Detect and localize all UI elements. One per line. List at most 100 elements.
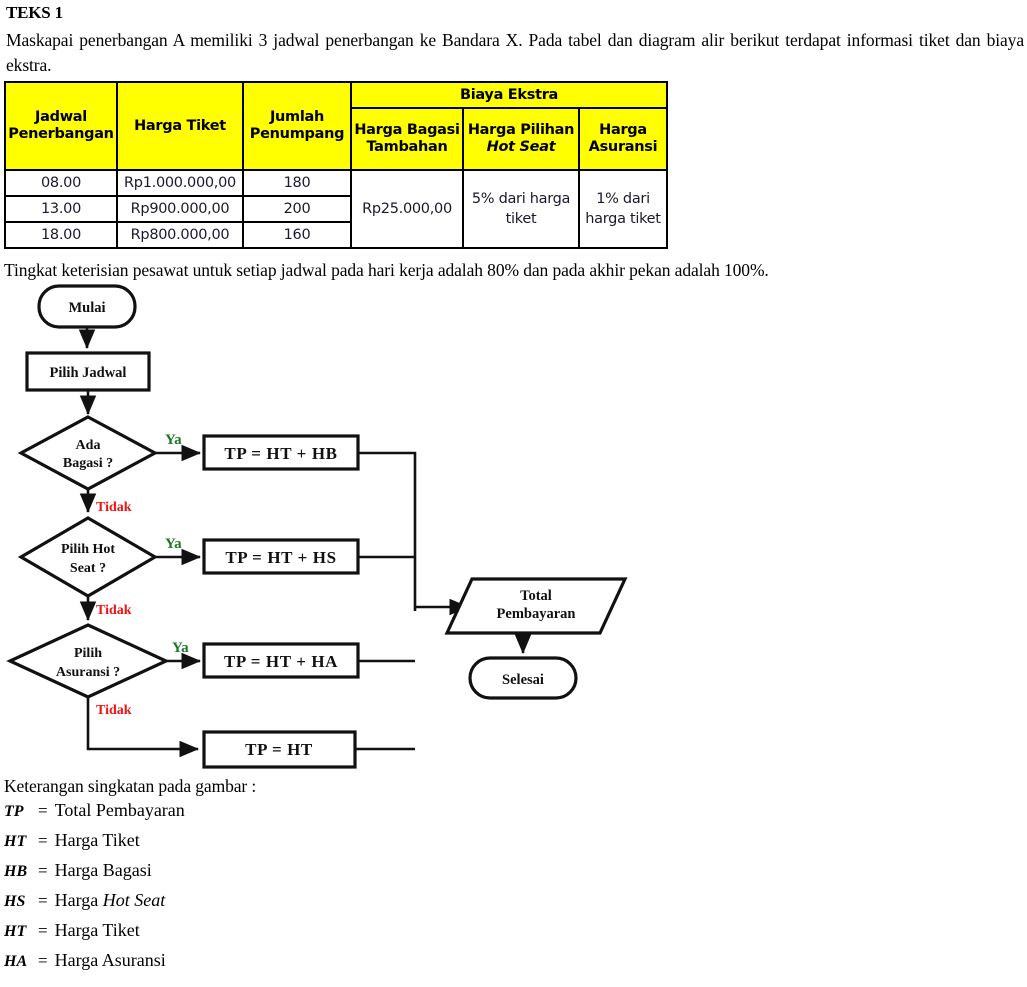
col-header-jumlah-penumpang: Jumlah Penumpang bbox=[242, 81, 352, 171]
cell-hotseat-merged: 5% dari harga tiket bbox=[462, 169, 580, 249]
cell-jadwal: 13.00 bbox=[4, 195, 118, 223]
col-header-hotseat-line1: Harga Pilihan bbox=[467, 122, 575, 138]
legend-abbr: HT bbox=[4, 833, 27, 850]
table-row: 13.00 Rp900.000,00 200 bbox=[4, 195, 667, 223]
col-header-jadwal-line1: Jadwal bbox=[35, 109, 87, 125]
cell-hotseat-line1: 5% dari harga bbox=[471, 191, 571, 207]
col-header-hotseat: Harga Pilihan Hot Seat bbox=[462, 107, 580, 171]
col-header-asuransi-line2: Asuransi bbox=[588, 139, 658, 155]
legend-abbr: HA bbox=[4, 953, 28, 970]
cell-asuransi-line1: 1% dari bbox=[596, 191, 650, 207]
flow-start-label: Mulai bbox=[68, 300, 105, 316]
flow-decision-hotseat-line2: Seat ? bbox=[70, 561, 106, 576]
flow-decision-bagasi bbox=[17, 415, 159, 491]
col-header-asuransi-line1: Harga bbox=[599, 122, 647, 138]
col-header-bagasi: Harga Bagasi Tambahan bbox=[350, 107, 464, 171]
cell-penumpang: 200 bbox=[242, 195, 352, 223]
legend-meaning: Harga Bagasi bbox=[54, 860, 152, 880]
flow-process-hotseat-label: TP = HT + HS bbox=[225, 548, 336, 567]
cell-jadwal: 18.00 bbox=[4, 221, 118, 249]
flow-yes-label-asuransi: Ya bbox=[172, 640, 189, 656]
flow-process-plain bbox=[202, 730, 357, 769]
col-header-jumlah-line2: Penumpang bbox=[249, 126, 345, 142]
legend-meaning: Harga Tiket bbox=[54, 830, 140, 850]
flight-info-table: Jadwal Penerbangan Harga Tiket Jumlah Pe… bbox=[4, 81, 668, 249]
legend-list: TP = Total Pembayaran HT = Harga Tiket H… bbox=[4, 800, 524, 980]
page-title: TEKS 1 bbox=[6, 3, 63, 22]
flow-process-asuransi-label: TP = HT + HA bbox=[224, 652, 338, 671]
cell-bagasi-merged: Rp25.000,00 bbox=[350, 169, 464, 249]
flow-no-label-bagasi: Tidak bbox=[96, 500, 132, 515]
cell-harga-tiket: Rp900.000,00 bbox=[116, 195, 244, 223]
flow-step-pilih-jadwal-label: Pilih Jadwal bbox=[50, 365, 127, 381]
flow-process-bagasi-label: TP = HT + HB bbox=[224, 444, 337, 463]
legend-equals: = bbox=[38, 861, 48, 880]
flow-no-label-hotseat: Tidak bbox=[96, 603, 132, 618]
cell-harga-tiket: Rp800.000,00 bbox=[116, 221, 244, 249]
flow-yes-label-hotseat: Ya bbox=[165, 536, 182, 552]
flow-no-label-asuransi: Tidak bbox=[96, 703, 132, 718]
legend-meaning: Harga Hot Seat bbox=[54, 890, 166, 910]
col-header-hotseat-line2: Hot Seat bbox=[486, 139, 556, 155]
cell-penumpang: 180 bbox=[242, 169, 352, 197]
cell-penumpang: 160 bbox=[242, 221, 352, 249]
flow-decision-hotseat-line1: Pilih Hot bbox=[61, 542, 115, 557]
list-item: TP = Total Pembayaran bbox=[4, 800, 524, 830]
flow-step-pilih-jadwal bbox=[25, 351, 151, 392]
cell-hotseat-line2: tiket bbox=[505, 211, 537, 227]
table-header-row-top: Jadwal Penerbangan Harga Tiket Jumlah Pe… bbox=[4, 81, 668, 171]
legend-meaning: Harga Tiket bbox=[54, 920, 140, 940]
flow-decision-bagasi-line1: Ada bbox=[76, 438, 101, 453]
occupancy-note: Tingkat keterisian pesawat untuk setiap … bbox=[4, 260, 769, 280]
flow-decision-asuransi-line1: Pilih bbox=[74, 646, 102, 661]
flow-output-line1: Total bbox=[520, 588, 552, 604]
list-item: HB = Harga Bagasi bbox=[4, 860, 524, 890]
col-header-biaya-ekstra: Biaya Ekstra bbox=[350, 81, 668, 109]
flow-output-total-pembayaran bbox=[444, 577, 628, 635]
legend-title: Keterangan singkatan pada gambar : bbox=[4, 776, 257, 796]
legend-abbr: TP bbox=[4, 803, 24, 820]
table-header-row-sub: Harga Bagasi Tambahan Harga Pilihan Hot … bbox=[5, 107, 668, 171]
flow-decision-asuransi bbox=[6, 623, 170, 699]
flow-decision-hotseat bbox=[17, 516, 159, 598]
intro-paragraph: Maskapai penerbangan A memiliki 3 jadwal… bbox=[6, 30, 1024, 75]
flow-yes-label-bagasi: Ya bbox=[165, 432, 182, 448]
flight-info-table-wrapper: Jadwal Penerbangan Harga Tiket Jumlah Pe… bbox=[4, 81, 668, 249]
list-item: HT = Harga Tiket bbox=[4, 920, 524, 950]
cell-harga-tiket: Rp1.000.000,00 bbox=[116, 169, 244, 197]
col-header-bagasi-line1: Harga Bagasi bbox=[354, 122, 460, 138]
legend-equals: = bbox=[38, 921, 48, 940]
col-header-jadwal: Jadwal Penerbangan bbox=[4, 81, 118, 171]
flow-end-terminator bbox=[468, 656, 578, 700]
legend-equals: = bbox=[38, 801, 48, 820]
table-row: 08.00 Rp1.000.000,00 180 Rp25.000,00 5% … bbox=[4, 169, 668, 249]
connector-bagasi-to-bus bbox=[358, 451, 417, 611]
legend-meaning: Harga Asuransi bbox=[54, 950, 166, 970]
connector-asuransi-no bbox=[86, 697, 200, 758]
flow-process-bagasi bbox=[202, 434, 360, 471]
flow-process-plain-label: TP = HT bbox=[245, 740, 313, 759]
flow-end-label: Selesai bbox=[502, 672, 544, 688]
col-header-harga-tiket: Harga Tiket bbox=[116, 81, 244, 171]
flowchart: Mulai Pilih Jadwal Ada Bagasi ? Ya TP = … bbox=[0, 280, 700, 780]
list-item: HS = Harga Hot Seat bbox=[4, 890, 524, 920]
legend-meaning: Total Pembayaran bbox=[54, 800, 185, 820]
col-header-bagasi-line2: Tambahan bbox=[366, 139, 448, 155]
flow-decision-bagasi-line2: Bagasi ? bbox=[63, 456, 113, 471]
legend-equals: = bbox=[38, 951, 48, 970]
legend-equals: = bbox=[38, 831, 48, 850]
cell-asuransi-merged: 1% dari harga tiket bbox=[578, 169, 668, 249]
legend-abbr: HB bbox=[4, 863, 28, 880]
col-header-jumlah-line1: Jumlah bbox=[269, 109, 325, 125]
legend-abbr: HT bbox=[4, 923, 27, 940]
cell-asuransi-line2: harga tiket bbox=[585, 211, 661, 227]
list-item: HA = Harga Asuransi bbox=[4, 950, 524, 980]
col-header-asuransi: Harga Asuransi bbox=[578, 107, 668, 171]
legend-abbr: HS bbox=[4, 893, 26, 910]
flow-decision-asuransi-line2: Asuransi ? bbox=[56, 665, 120, 680]
col-header-jadwal-line2: Penerbangan bbox=[8, 126, 114, 142]
table-row: 18.00 Rp800.000,00 160 bbox=[4, 221, 667, 249]
legend-equals: = bbox=[38, 891, 48, 910]
cell-jadwal: 08.00 bbox=[4, 169, 118, 197]
flow-output-line2: Pembayaran bbox=[497, 606, 576, 622]
